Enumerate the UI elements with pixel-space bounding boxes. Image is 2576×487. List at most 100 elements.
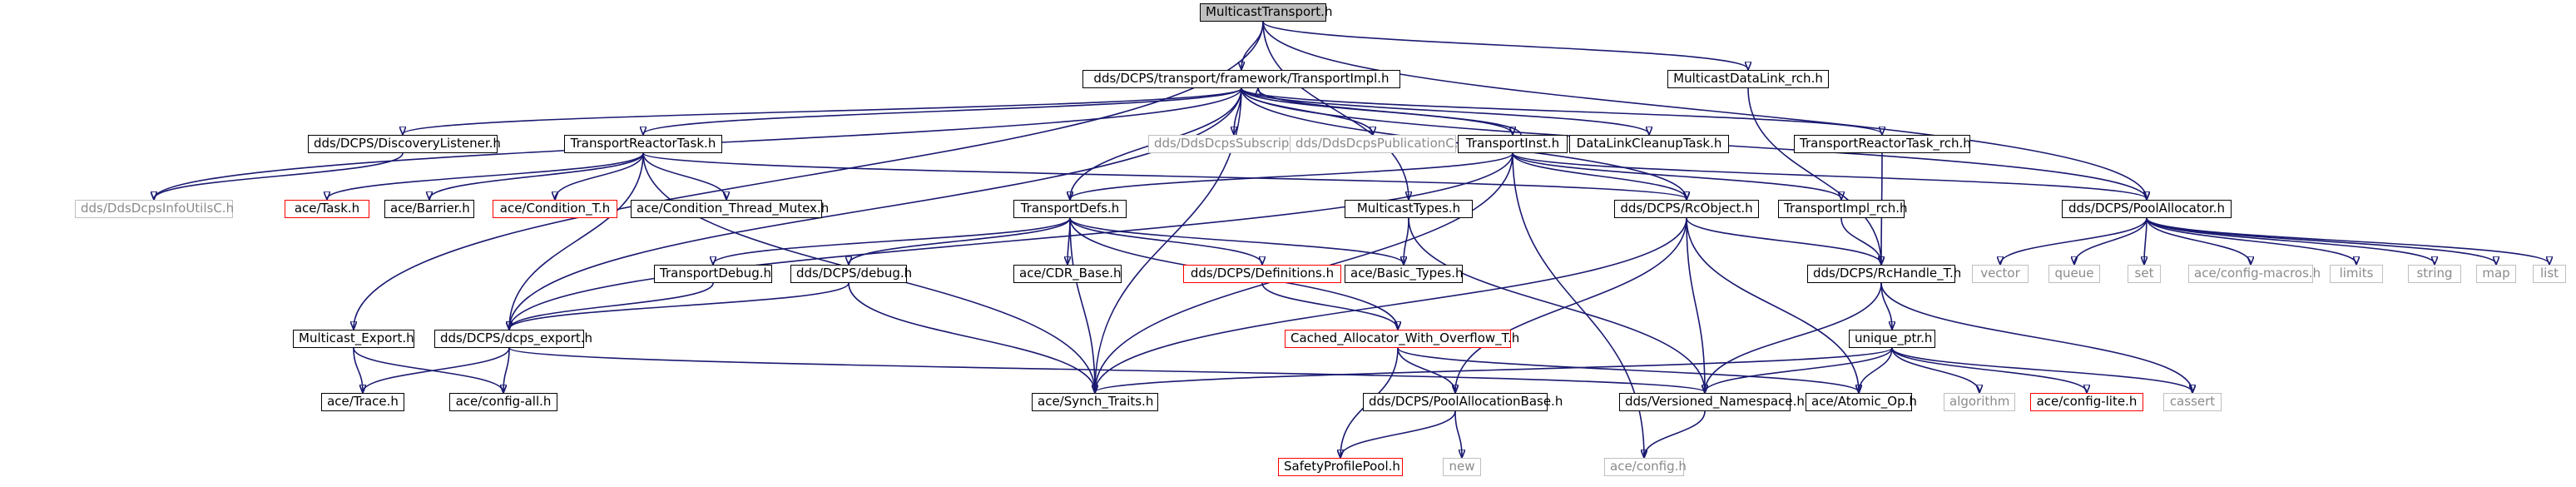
node-dds-publication-c: dds/DdsDcpsPublicationC.h — [1290, 135, 1466, 153]
node-datalink-cleanup-task[interactable]: DataLinkCleanupTask.h — [1569, 135, 1729, 153]
edge-dcpsexp-to-trace — [363, 347, 510, 392]
edge-rch-to-vns — [1705, 282, 1882, 392]
node-std-list: list — [2533, 265, 2566, 283]
node-dds-subscription-c: dds/DdsDcpsSubscriptionC.h — [1148, 135, 1334, 153]
edge-tinst-to-cfg — [1512, 152, 1644, 457]
edge-root-to-timpl — [1241, 21, 1264, 69]
edge-cawo-to-ppab — [1397, 347, 1455, 392]
edge-tdefs-to-defs — [1069, 217, 1262, 264]
edge-pool-to-cfgmac — [2146, 217, 2251, 264]
node-transport-inst[interactable]: TransportInst.h — [1458, 135, 1568, 153]
edge-ppab-to-spp — [1340, 410, 1456, 457]
node-ace-task[interactable]: ace/Task.h — [285, 200, 369, 218]
edge-tdebug-to-dcpsexp — [509, 282, 714, 329]
node-ace-trace[interactable]: ace/Trace.h — [321, 393, 404, 411]
node-transport-defs[interactable]: TransportDefs.h — [1013, 200, 1127, 218]
node-discovery-listener[interactable]: dds/DCPS/DiscoveryListener.h — [308, 135, 501, 153]
edge-tinst-to-dcpsexp — [509, 152, 1513, 329]
edge-root-to-mdl — [1262, 21, 1748, 69]
node-cached-allocator-with-overflow[interactable]: Cached_Allocator_With_Overflow_T.h — [1285, 330, 1519, 348]
node-transport-reactor-task[interactable]: TransportReactorTask.h — [564, 135, 722, 153]
node-rc-handle-t[interactable]: dds/DCPS/RcHandle_T.h — [1807, 265, 1961, 283]
node-std-new: new — [1443, 458, 1481, 476]
node-std-string: string — [2408, 265, 2461, 283]
edge-uptr-to-algo — [1891, 347, 1979, 392]
node-safety-profile-pool[interactable]: SafetyProfilePool.h — [1278, 458, 1403, 476]
edge-trt-to-barrier — [429, 152, 644, 199]
node-std-map: map — [2476, 265, 2516, 283]
edge-tdefs-to-debug — [849, 217, 1071, 264]
edge-rcobj-to-atomic — [1686, 217, 1859, 392]
edge-root-to-pool — [1262, 21, 2147, 199]
edge-dcpsexp-to-vns — [508, 347, 1705, 392]
edge-pool-to-set — [2144, 217, 2147, 264]
node-transport-impl[interactable]: dds/DCPS/transport/framework/TransportIm… — [1082, 70, 1400, 88]
node-dcps-definitions[interactable]: dds/DCPS/Definitions.h — [1183, 265, 1341, 283]
edge-uptr-to-atomic — [1859, 347, 1893, 392]
edge-rcobj-to-vns — [1686, 217, 1705, 392]
node-ace-config-all[interactable]: ace/config-all.h — [449, 393, 557, 411]
edge-vns-to-cfg — [1644, 410, 1706, 457]
edge-trt-to-condT — [555, 152, 644, 199]
edge-tinst-to-timpl — [1258, 89, 1522, 136]
edge-uptr-to-cfglite — [1891, 347, 2087, 392]
edge-ppab-to-new — [1454, 410, 1462, 457]
edge-root-to-mtypes — [1262, 21, 1409, 199]
edge-rch-to-uptr — [1880, 282, 1892, 329]
node-ace-barrier[interactable]: ace/Barrier.h — [384, 200, 474, 218]
edge-tinst-to-timplrch — [1512, 152, 1841, 199]
edge-cawo-to-atomic — [1397, 347, 1859, 392]
node-versioned-namespace[interactable]: dds/Versioned_Namespace.h — [1619, 393, 1805, 411]
edge-mtypes-to-vns — [1408, 217, 1705, 392]
edge-rcobj-to-synch — [1095, 217, 1687, 392]
node-ace-config: ace/config.h — [1604, 458, 1687, 476]
edge-pool-to-string — [2146, 217, 2435, 264]
node-ace-config-lite[interactable]: ace/config-lite.h — [2030, 393, 2143, 411]
edge-mexp-to-cfgall — [353, 347, 503, 392]
edge-rcobj-to-rch — [1686, 217, 1881, 264]
node-multicast-types[interactable]: MulticastTypes.h — [1345, 200, 1473, 218]
node-ace-cdr-base[interactable]: ace/CDR_Base.h — [1013, 265, 1122, 283]
node-unique-ptr[interactable]: unique_ptr.h — [1849, 330, 1935, 348]
edge-uptr-to-vns — [1705, 347, 1893, 392]
edge-timpl-to-trtrch — [1241, 87, 1882, 134]
edge-timpl-to-dcpsexp — [509, 87, 1242, 329]
node-std-cassert: cassert — [2163, 393, 2222, 411]
node-std-set: set — [2128, 265, 2161, 283]
node-dcps-export[interactable]: dds/DCPS/dcps_export.h — [434, 330, 592, 348]
node-ace-condition-t[interactable]: ace/Condition_T.h — [493, 200, 617, 218]
node-dcps-debug[interactable]: dds/DCPS/debug.h — [790, 265, 912, 283]
node-pool-allocation-base[interactable]: dds/DCPS/PoolAllocationBase.h — [1363, 393, 1563, 411]
node-dds-info-utils-c: dds/DdsDcpsInfoUtilsC.h — [75, 200, 234, 218]
node-transport-impl-rch[interactable]: TransportImpl_rch.h — [1778, 200, 1907, 218]
edge-pool-to-queue — [2074, 217, 2147, 264]
node-rc-object[interactable]: dds/DCPS/RcObject.h — [1614, 200, 1759, 218]
edge-uptr-to-cassert — [1891, 347, 2192, 392]
node-transport-debug[interactable]: TransportDebug.h — [654, 265, 772, 283]
node-multicast-export[interactable]: Multicast_Export.h — [293, 330, 414, 348]
edge-tinst-to-rcobj — [1512, 152, 1687, 199]
edge-trt-to-task — [327, 152, 644, 199]
edge-pool-to-limits — [2146, 217, 2356, 264]
edge-tinst-to-tdefs — [1070, 152, 1513, 199]
node-ace-condition-thread-mutex[interactable]: ace/Condition_Thread_Mutex.h — [631, 200, 829, 218]
node-ace-basic-types[interactable]: ace/Basic_Types.h — [1345, 265, 1463, 283]
edge-uptr-to-synch — [1095, 347, 1893, 392]
edge-tdefs-to-btypes — [1069, 217, 1404, 264]
node-multicast-transport[interactable]: MulticastTransport.h — [1200, 3, 1332, 22]
edge-debug-to-synch — [848, 282, 1095, 392]
node-ace-synch-traits[interactable]: ace/Synch_Traits.h — [1032, 393, 1158, 411]
edge-pool-to-vector — [2000, 217, 2147, 264]
node-multicast-datalink-rch[interactable]: MulticastDataLink_rch.h — [1667, 70, 1829, 88]
node-pool-allocator[interactable]: dds/DCPS/PoolAllocator.h — [2062, 200, 2232, 218]
edge-trt-to-dcpsexp — [509, 152, 644, 329]
node-std-queue: queue — [2048, 265, 2100, 283]
node-transport-reactor-task-rch[interactable]: TransportReactorTask_rch.h — [1794, 135, 1971, 153]
node-std-limits: limits — [2330, 265, 2383, 283]
edge-tinst-to-pool — [1512, 152, 2147, 199]
node-ace-atomic-op[interactable]: ace/Atomic_Op.h — [1806, 393, 1917, 411]
edge-trt-to-ctm — [642, 152, 726, 199]
node-std-vector: vector — [1972, 265, 2029, 283]
edge-debug-to-dcpsexp — [509, 282, 850, 329]
edge-dcpsexp-to-cfgall — [503, 347, 510, 392]
